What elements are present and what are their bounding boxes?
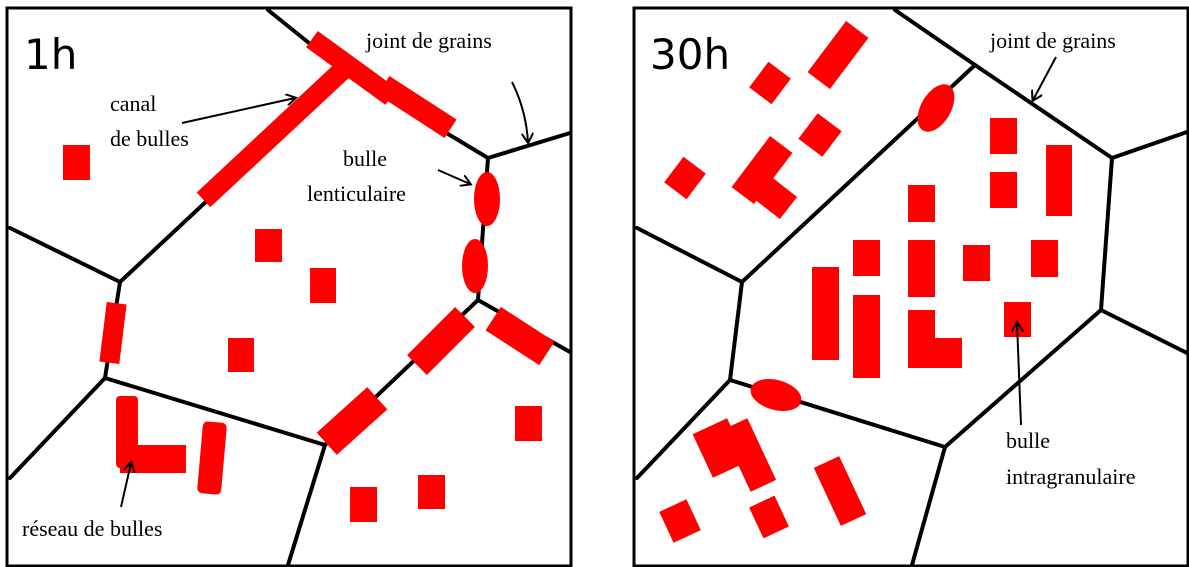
bubble bbox=[738, 164, 798, 220]
grain-boundary bbox=[8, 376, 107, 480]
bubble bbox=[749, 495, 789, 539]
grain-boundary bbox=[286, 443, 327, 567]
lenticular-bubble bbox=[474, 172, 500, 226]
lenticular-bubble bbox=[917, 84, 955, 132]
bubble bbox=[63, 145, 90, 180]
network-label: réseau de bulles bbox=[22, 516, 163, 541]
bubble bbox=[812, 267, 839, 360]
bubble bbox=[749, 61, 791, 105]
bubble bbox=[908, 185, 935, 222]
grain-boundary bbox=[893, 8, 977, 67]
pointer-arrow bbox=[1017, 323, 1021, 426]
grain-boundaries-1h bbox=[8, 8, 572, 567]
network-segment bbox=[197, 421, 227, 495]
pointer-arrow bbox=[120, 463, 131, 508]
bubble bbox=[664, 156, 706, 200]
grain-boundary bbox=[635, 378, 732, 480]
bubble bbox=[721, 418, 777, 492]
grain-bubbles-30h-upper-left bbox=[664, 21, 869, 220]
bubble bbox=[515, 406, 542, 441]
bubble-network bbox=[116, 396, 227, 495]
grain-bubbles-30h-center bbox=[812, 118, 1072, 378]
bubble-channel bbox=[377, 75, 457, 139]
lenticular-bubble bbox=[462, 239, 488, 293]
bubble bbox=[228, 338, 254, 372]
bubble bbox=[350, 487, 377, 522]
bubble-channel bbox=[306, 31, 398, 105]
grain-boundary bbox=[1110, 130, 1189, 160]
grain-boundary-label: joint de grains bbox=[365, 28, 492, 53]
bubble-channel-label-line2: de bulles bbox=[110, 126, 189, 151]
pointer-arrow bbox=[1033, 56, 1057, 100]
bubble bbox=[418, 475, 445, 509]
boundary-bubbles-1h bbox=[99, 31, 555, 455]
bubble bbox=[908, 338, 962, 368]
panel-1h: 1h joint de grains canal de bulles bulle… bbox=[5, 6, 573, 567]
bubble bbox=[310, 268, 336, 303]
boundary-bubble bbox=[99, 302, 127, 364]
boundary-bubble bbox=[407, 307, 475, 375]
grain-boundary bbox=[486, 131, 572, 160]
bubble bbox=[807, 21, 869, 89]
bubble-channel bbox=[196, 62, 350, 208]
bubble bbox=[798, 113, 842, 157]
grain-boundary bbox=[1099, 308, 1189, 355]
bubble bbox=[990, 118, 1017, 154]
bubble bbox=[1031, 240, 1058, 277]
bubble-channel-label-line1: canal bbox=[110, 91, 156, 116]
bubble bbox=[963, 245, 990, 281]
lenticular-label-line2: lenticulaire bbox=[307, 181, 406, 206]
bubble bbox=[255, 229, 282, 262]
panel-1h-frame bbox=[5, 6, 573, 567]
lenticular-bubble bbox=[750, 379, 802, 411]
boundary-bubble bbox=[316, 387, 388, 455]
grain-boundary bbox=[910, 445, 947, 567]
intragranular-label-line2: intragranulaire bbox=[1006, 464, 1136, 489]
boundary-bubbles-30h bbox=[750, 84, 955, 411]
boundary-bubble bbox=[485, 306, 555, 366]
grain-bubbles-1h bbox=[63, 145, 542, 522]
intragranular-label-line1: bulle bbox=[1006, 428, 1050, 453]
grain-boundary-label: joint de grains bbox=[989, 28, 1116, 53]
bubble bbox=[990, 172, 1017, 208]
bubble bbox=[1046, 145, 1072, 216]
grain-bubbles-30h-lower bbox=[659, 418, 867, 543]
panel-30h: 30h joint de grains bulle intragranulair… bbox=[632, 6, 1189, 567]
lenticular-label-line1: bulle bbox=[343, 146, 387, 171]
time-label: 1h bbox=[24, 30, 77, 79]
bubble bbox=[813, 456, 867, 526]
pointer-arrow bbox=[181, 98, 295, 124]
pointer-arrow bbox=[511, 81, 528, 142]
bubble bbox=[908, 240, 935, 297]
bubble bbox=[853, 295, 880, 378]
bubble bbox=[659, 499, 701, 543]
grain-boundary bbox=[8, 70, 490, 447]
time-label: 30h bbox=[650, 30, 730, 79]
pointer-arrow bbox=[437, 169, 470, 184]
bubble bbox=[853, 240, 880, 276]
